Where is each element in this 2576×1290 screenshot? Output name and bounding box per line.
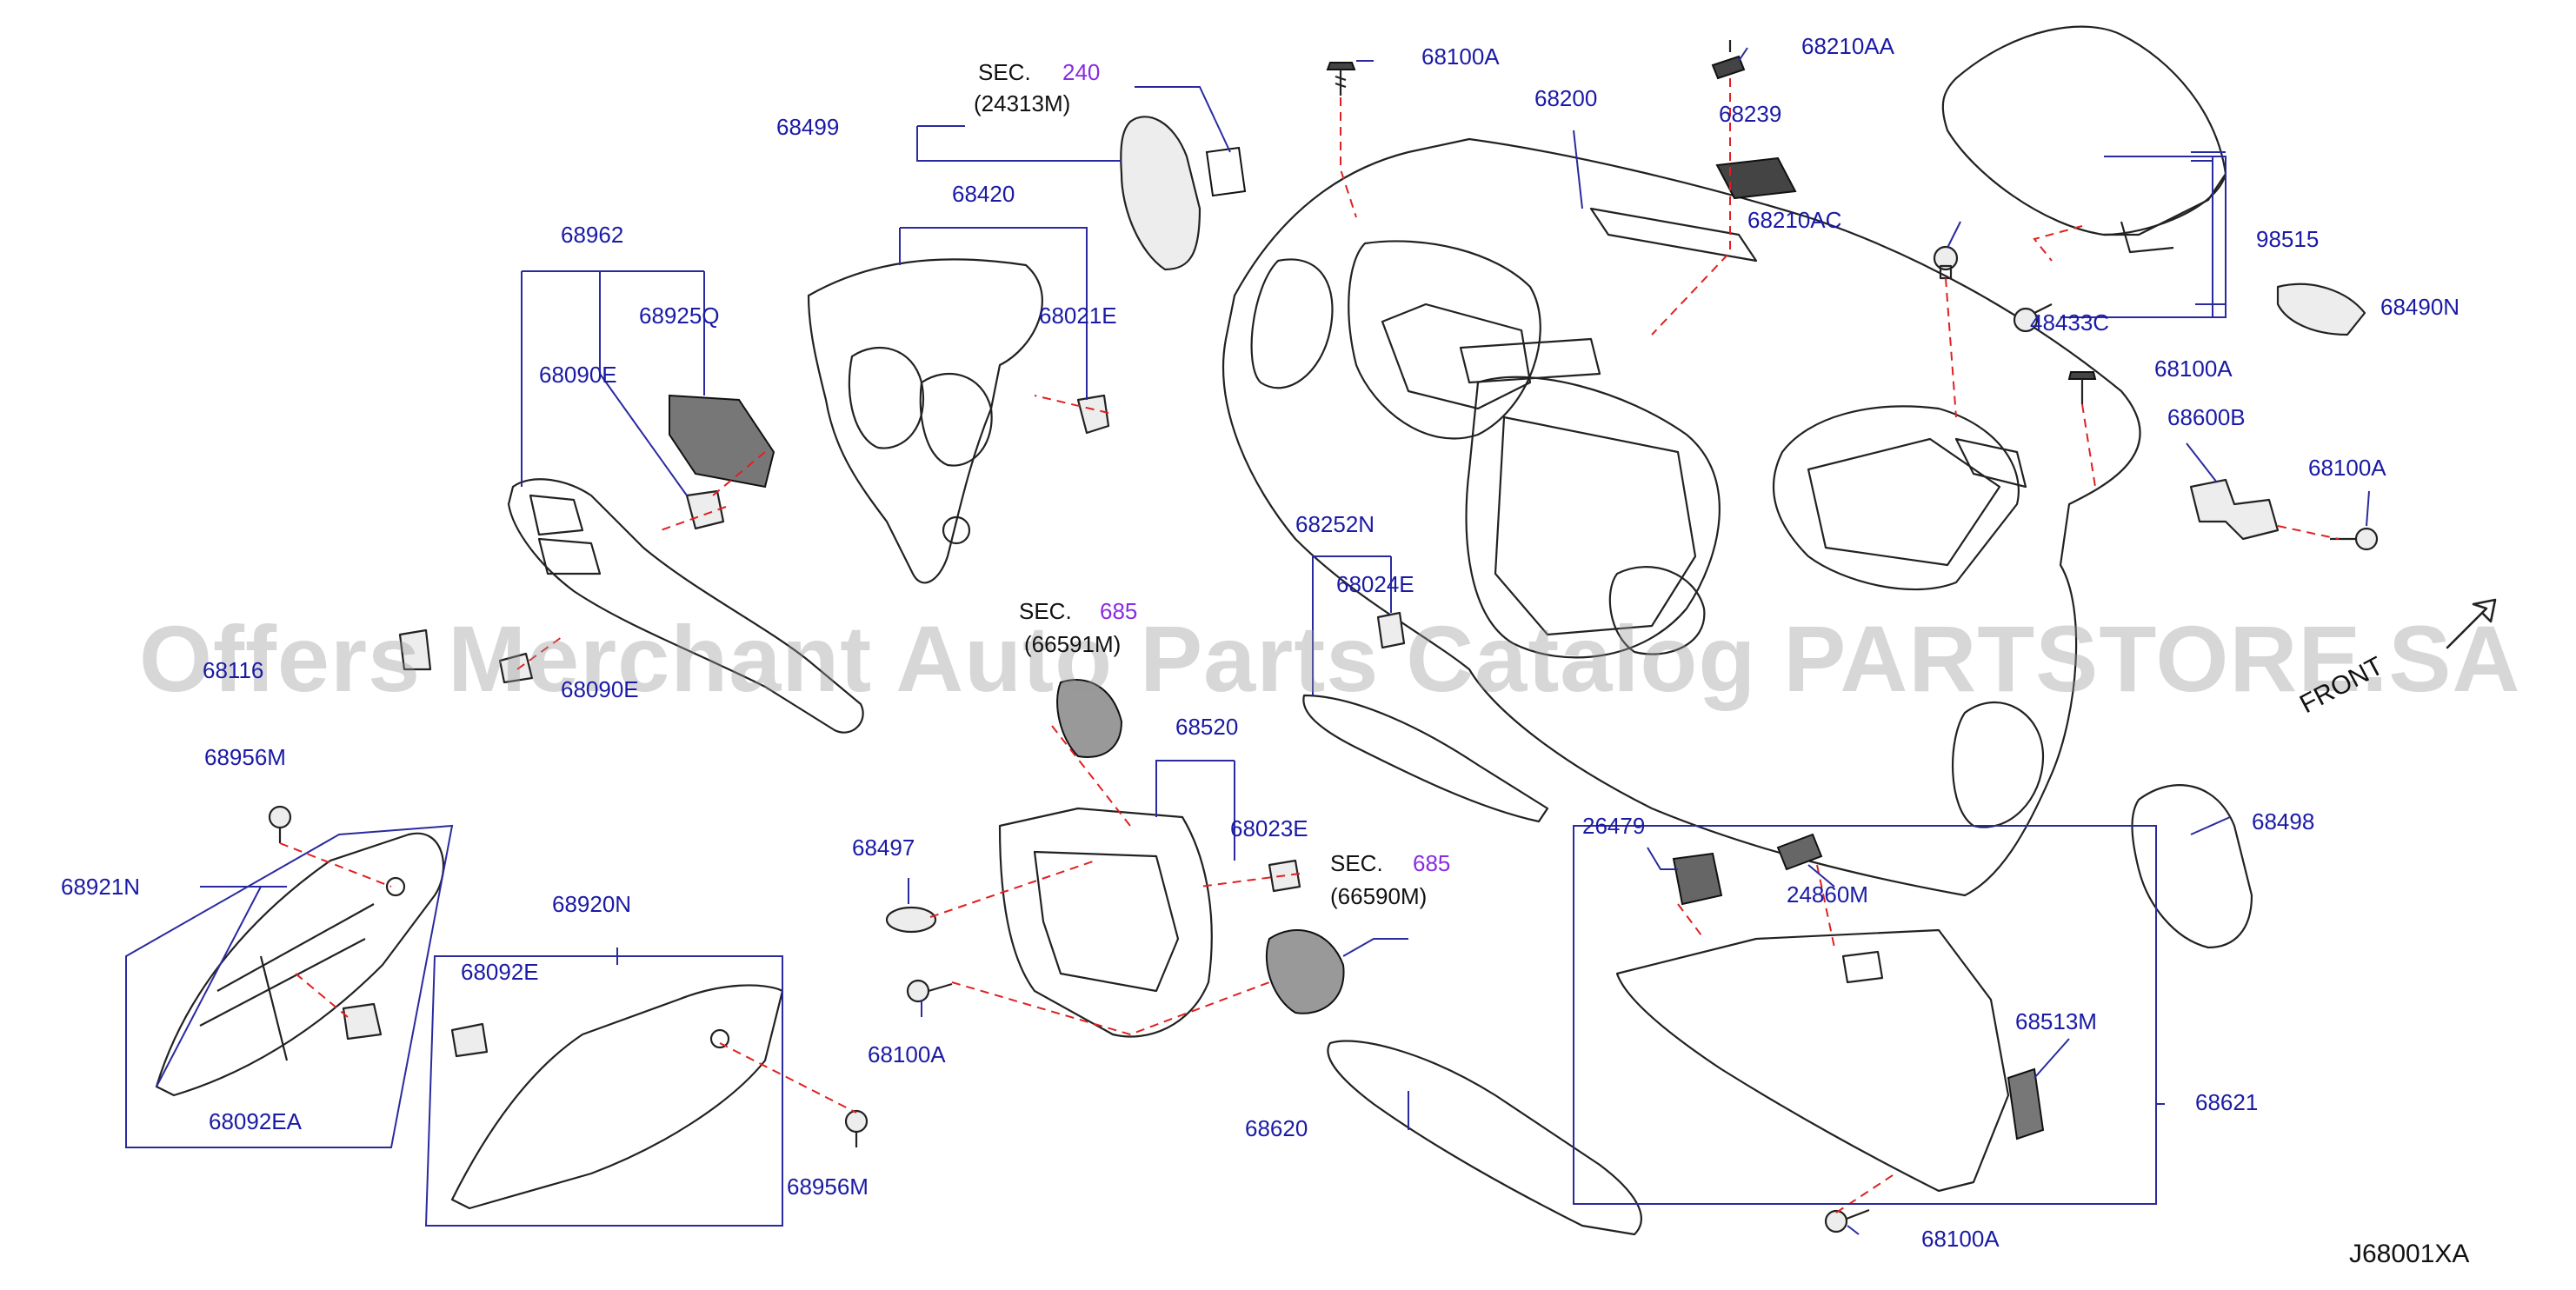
- clip-68024E: [1376, 611, 1406, 649]
- part-label-68100A-top[interactable]: 68100A: [1421, 43, 1500, 70]
- screw-68100A-top: [1326, 62, 1356, 96]
- part-label-68100A-right1[interactable]: 68100A: [2154, 356, 2233, 382]
- part-label-68092EA[interactable]: 68092EA: [209, 1108, 302, 1134]
- instrument-panel-68200: [1222, 137, 2141, 897]
- screw-68100A-mid: [906, 979, 953, 1003]
- section-240-subtitle: (24313M): [974, 90, 1071, 116]
- cover-68499: [1120, 116, 1201, 271]
- airbag-lid-98515: [1941, 25, 2227, 254]
- part-label-68210AC[interactable]: 68210AC: [1747, 207, 1842, 233]
- button-68497: [885, 906, 937, 934]
- part-label-68920N[interactable]: 68920N: [552, 891, 632, 917]
- part-label-68024E[interactable]: 68024E: [1336, 571, 1414, 597]
- dashed-assembly-lines: [279, 78, 2340, 1214]
- clip-68021E: [1076, 394, 1110, 435]
- part-label-68092E[interactable]: 68092E: [461, 959, 539, 985]
- part-label-68100A-right2[interactable]: 68100A: [2308, 455, 2386, 481]
- part-label-68921N[interactable]: 68921N: [61, 874, 141, 900]
- push-pin-68956M-bottom: [844, 1109, 869, 1147]
- switch-panel-68962: [507, 478, 864, 734]
- part-label-68490N[interactable]: 68490N: [2380, 294, 2460, 320]
- lower-cover-68920N: [450, 984, 784, 1210]
- part-label-68513M[interactable]: 68513M: [2015, 1008, 2097, 1034]
- part-label-68023E[interactable]: 68023E: [1230, 815, 1308, 841]
- screw-48433C: [2013, 303, 2053, 333]
- clip-68092E: [450, 1022, 489, 1058]
- clip-68090E-lower: [498, 652, 534, 684]
- part-label-68021E[interactable]: 68021E: [1039, 303, 1117, 329]
- part-label-68621[interactable]: 68621: [2195, 1089, 2259, 1115]
- part-label-68956M-bottom[interactable]: 68956M: [787, 1174, 869, 1200]
- part-label-68499[interactable]: 68499: [776, 114, 840, 140]
- label-24313M: [1205, 146, 1247, 197]
- pad-68239: [1715, 156, 1797, 200]
- screw-68100A-right1: [2067, 371, 2097, 404]
- screw-68210AC: [1933, 245, 1959, 280]
- clip-68116: [398, 628, 432, 671]
- front-arrow: [2446, 598, 2497, 649]
- part-label-68520[interactable]: 68520: [1175, 714, 1239, 740]
- part-label-68497[interactable]: 68497: [852, 835, 915, 861]
- screw-68100A-bottom: [1824, 1208, 1870, 1233]
- cluster-lid-68420: [807, 258, 1043, 584]
- section-685a-prefix: SEC.: [1019, 598, 1072, 624]
- section-685b-link[interactable]: 685: [1413, 850, 1451, 876]
- push-pin-68956M-top: [268, 805, 292, 843]
- sensor-24860M: [1776, 833, 1823, 871]
- part-label-68252N[interactable]: 68252N: [1295, 511, 1375, 537]
- part-label-48433C[interactable]: 48433C: [2030, 309, 2110, 336]
- cover-68490N: [2276, 283, 2366, 336]
- part-label-68925Q[interactable]: 68925Q: [639, 303, 720, 329]
- module-68513M: [2007, 1067, 2045, 1140]
- section-240-prefix: SEC.: [978, 59, 1031, 85]
- part-label-24860M[interactable]: 24860M: [1787, 881, 1868, 908]
- part-label-68420[interactable]: 68420: [952, 181, 1015, 207]
- switch-68925Q: [669, 394, 775, 489]
- part-label-68200[interactable]: 68200: [1534, 85, 1598, 111]
- screw-68210AA: [1711, 40, 1746, 80]
- part-label-68956M-top[interactable]: 68956M: [204, 744, 286, 770]
- part-label-98515[interactable]: 98515: [2256, 226, 2320, 252]
- part-label-68116[interactable]: 68116: [203, 657, 264, 683]
- part-label-68090E-lower[interactable]: 68090E: [561, 676, 639, 702]
- bracket-68600B: [2189, 478, 2280, 541]
- diagram-code: J68001XA: [2349, 1240, 2470, 1268]
- lower-cover-68921N: [155, 832, 445, 1097]
- part-label-68620[interactable]: 68620: [1245, 1115, 1308, 1141]
- side-panel-68252N: [1302, 694, 1549, 823]
- glovebox-68621: [1615, 928, 2010, 1193]
- section-685a-subtitle: (66591M): [1024, 631, 1122, 657]
- vent-66590M: [1265, 929, 1345, 1014]
- part-label-68090E[interactable]: 68090E: [539, 362, 617, 388]
- part-label-68100A-bottom[interactable]: 68100A: [1921, 1226, 2000, 1252]
- lower-bar-68620: [1327, 1040, 1642, 1236]
- switch-26479: [1672, 852, 1723, 906]
- vent-66591M: [1056, 679, 1123, 758]
- section-685a-link[interactable]: 685: [1100, 598, 1138, 624]
- part-label-68210AA[interactable]: 68210AA: [1801, 33, 1894, 59]
- part-label-68962[interactable]: 68962: [561, 222, 624, 248]
- part-label-68600B[interactable]: 68600B: [2167, 404, 2246, 430]
- section-685b-subtitle: (66590M): [1330, 883, 1428, 909]
- finisher-68520: [998, 807, 1213, 1038]
- section-240-link[interactable]: 240: [1062, 59, 1101, 85]
- clip-68090E: [685, 489, 725, 530]
- part-label-68100A-mid[interactable]: 68100A: [868, 1041, 946, 1067]
- part-label-26479[interactable]: 26479: [1582, 813, 1646, 839]
- group-boxes: [125, 824, 2157, 1227]
- clip-68092EA: [342, 1002, 383, 1041]
- section-685b-prefix: SEC.: [1330, 850, 1383, 876]
- part-label-68239[interactable]: 68239: [1719, 101, 1782, 127]
- side-cover-68498: [2131, 784, 2253, 949]
- part-label-68498[interactable]: 68498: [2252, 808, 2315, 835]
- screw-68100A-right2: [2330, 527, 2379, 551]
- leader-lines: [156, 47, 2370, 1235]
